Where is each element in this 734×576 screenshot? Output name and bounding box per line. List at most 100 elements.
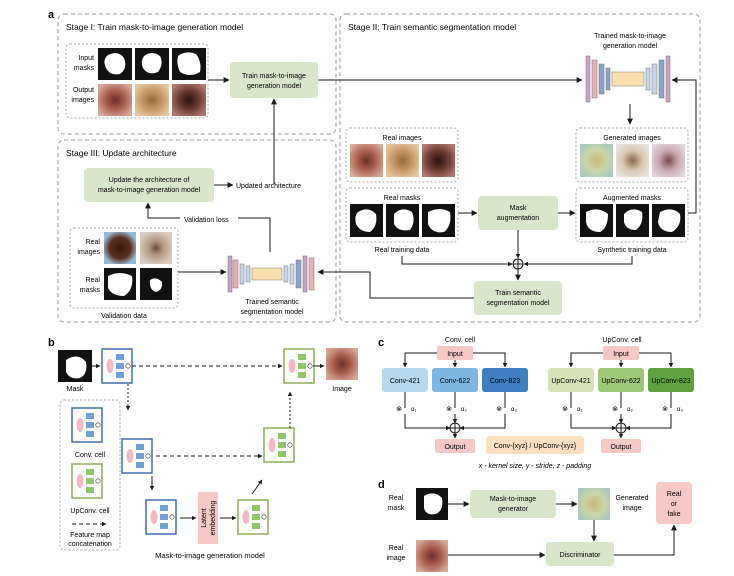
trained-segmentation-network-icon bbox=[227, 255, 315, 293]
val-mask-2 bbox=[140, 268, 172, 300]
up-path-1 bbox=[251, 479, 263, 495]
legend-conv-notation: Conv-{xyz} / UpConv-{xyz} bbox=[494, 443, 577, 450]
mask-augmentation-label-2: augmentation bbox=[497, 215, 540, 222]
conv-op-label-2: Conv-622 bbox=[440, 378, 470, 385]
arrow-real-to-plus bbox=[401, 256, 513, 267]
val-real-images-2: images bbox=[77, 249, 100, 256]
train-segmentation-label-2: segmentation model bbox=[486, 300, 549, 307]
panel-b-image bbox=[326, 348, 358, 380]
d-real-image-label-2: image bbox=[386, 555, 405, 562]
upconv-cell-diagram: InputUpConv-421⊗α₁UpConv-622⊗α₂UpConv-82… bbox=[548, 346, 694, 453]
conv-output-label: Output bbox=[444, 444, 465, 451]
real-mask-2 bbox=[386, 204, 419, 237]
legend-conv-explanation: x - kernel size, y - stride, z - padding bbox=[478, 463, 592, 470]
synthetic-training-label: Synthetic training data bbox=[597, 247, 666, 254]
generated-image-3 bbox=[652, 144, 685, 177]
concat-plus-node bbox=[512, 258, 524, 270]
augmented-mask-1 bbox=[580, 204, 613, 237]
d-arrow-disc-to-output bbox=[614, 524, 677, 556]
d-real-mask bbox=[416, 488, 448, 520]
arrow-augmented-to-generator bbox=[671, 77, 697, 214]
upconv-arrow-in-1 bbox=[568, 352, 603, 368]
stage1-input-label-1: Input bbox=[78, 55, 94, 62]
upconv-op-box-1 bbox=[548, 368, 594, 392]
trained-seg-label-1: Trained semantic bbox=[245, 299, 299, 306]
legend-upconv-cell-label: UpConv. cell bbox=[70, 508, 110, 515]
latent-embedding-label-1: Latent bbox=[201, 508, 208, 528]
real-mask-1 bbox=[350, 204, 383, 237]
stage1-input-mask-1 bbox=[98, 48, 132, 80]
upconv-arrow-in-3 bbox=[639, 352, 674, 368]
stage1-output-image-2 bbox=[135, 84, 169, 116]
conv-output-box bbox=[435, 439, 475, 453]
real-images-frame bbox=[345, 127, 459, 183]
d-real-or-fake-1: Real bbox=[667, 491, 682, 498]
d-discriminator-label: Discriminator bbox=[560, 552, 602, 559]
upconv-output-box bbox=[601, 439, 641, 453]
val-real-masks-2: masks bbox=[80, 287, 101, 294]
conv-arrow-in-3 bbox=[473, 352, 508, 368]
panel-label-b: b bbox=[48, 337, 55, 349]
upconv-multiply-1: ⊗ bbox=[562, 406, 568, 413]
generated-images-frame bbox=[575, 127, 689, 183]
generated-image-1 bbox=[580, 144, 613, 177]
mask-augmentation-label-1: Mask bbox=[510, 205, 527, 212]
legend-feature-map-label-2: concatenation bbox=[68, 541, 112, 548]
upconv-cell-title: UpConv. cell bbox=[602, 337, 642, 344]
stage1-input-mask-2 bbox=[135, 48, 169, 80]
train-generation-box bbox=[230, 62, 318, 98]
conv-multiply-1: ⊗ bbox=[396, 406, 402, 413]
stage1-output-label-1: Output bbox=[73, 87, 94, 94]
legend-conv-notation-box bbox=[486, 436, 584, 454]
stage1-output-image-1 bbox=[98, 84, 132, 116]
d-real-or-fake-box bbox=[656, 482, 692, 524]
conv-input-box bbox=[437, 346, 473, 360]
conv-input-label: Input bbox=[447, 351, 463, 358]
real-training-label: Real training data bbox=[375, 247, 430, 254]
train-generation-label-1: Train mask-to-image bbox=[242, 73, 306, 80]
augmented-mask-2 bbox=[616, 204, 649, 237]
validation-data-frame bbox=[69, 227, 179, 309]
panel-b-image-label: Image bbox=[332, 386, 352, 393]
validation-data-label: Validation data bbox=[101, 313, 147, 320]
upconv-op-label-2: UpConv-622 bbox=[601, 378, 640, 385]
upconv-multiply-3: ⊗ bbox=[662, 406, 668, 413]
conv-multiply-2: ⊗ bbox=[446, 406, 452, 413]
upconv-alpha-3: α₃ bbox=[677, 407, 683, 413]
conv-cell-diagram: InputConv-421⊗α₁Conv-622⊗α₂Conv-823⊗α₃Ou… bbox=[382, 346, 528, 453]
decoder-cell-1 bbox=[283, 348, 315, 384]
conv-sum-node bbox=[449, 422, 461, 434]
d-generator-label-1: Mask-to-image bbox=[490, 496, 536, 503]
panel-b-model-label: Mask-to-image generation model bbox=[155, 551, 265, 560]
train-segmentation-box bbox=[474, 281, 562, 315]
augmented-mask-3 bbox=[652, 204, 685, 237]
legend-feature-map-label-1: Feature map bbox=[70, 532, 110, 539]
upconv-alpha-1: α₁ bbox=[577, 407, 583, 413]
stage3-title: Stage III: Update architecture bbox=[66, 148, 177, 158]
arrow-seg-to-loss bbox=[238, 217, 271, 252]
upconv-arrow-sum-3 bbox=[625, 414, 672, 431]
trained-generation-label-2: generation model bbox=[603, 43, 658, 50]
conv-op-box-2 bbox=[432, 368, 478, 392]
d-real-or-fake-3: fake bbox=[667, 511, 680, 518]
conv-alpha-2: α₂ bbox=[461, 407, 467, 413]
panel-label-c: c bbox=[378, 337, 384, 349]
encoder-cell-2 bbox=[121, 438, 153, 474]
d-generated-image bbox=[578, 488, 610, 520]
panel-b-mask bbox=[58, 350, 92, 382]
update-architecture-label-1: Update the architecture of bbox=[109, 177, 190, 184]
stage1-samples-frame bbox=[65, 43, 209, 119]
upconv-op-label-3: UpConv-823 bbox=[651, 378, 690, 385]
encoder-cell-1 bbox=[101, 348, 133, 384]
validation-loss-label: Validation loss bbox=[184, 217, 229, 224]
arrow-train-seg-to-trained bbox=[317, 269, 474, 299]
upconv-op-box-3 bbox=[648, 368, 694, 392]
real-masks-frame bbox=[345, 187, 459, 243]
d-real-mask-label-1: Real bbox=[389, 495, 404, 502]
stage1-output-label-2: images bbox=[71, 97, 94, 104]
val-image-2 bbox=[140, 232, 172, 264]
d-real-image-label-1: Real bbox=[389, 545, 404, 552]
d-generated-label-1: Generated bbox=[615, 495, 648, 502]
upconv-input-label: Input bbox=[613, 351, 629, 358]
